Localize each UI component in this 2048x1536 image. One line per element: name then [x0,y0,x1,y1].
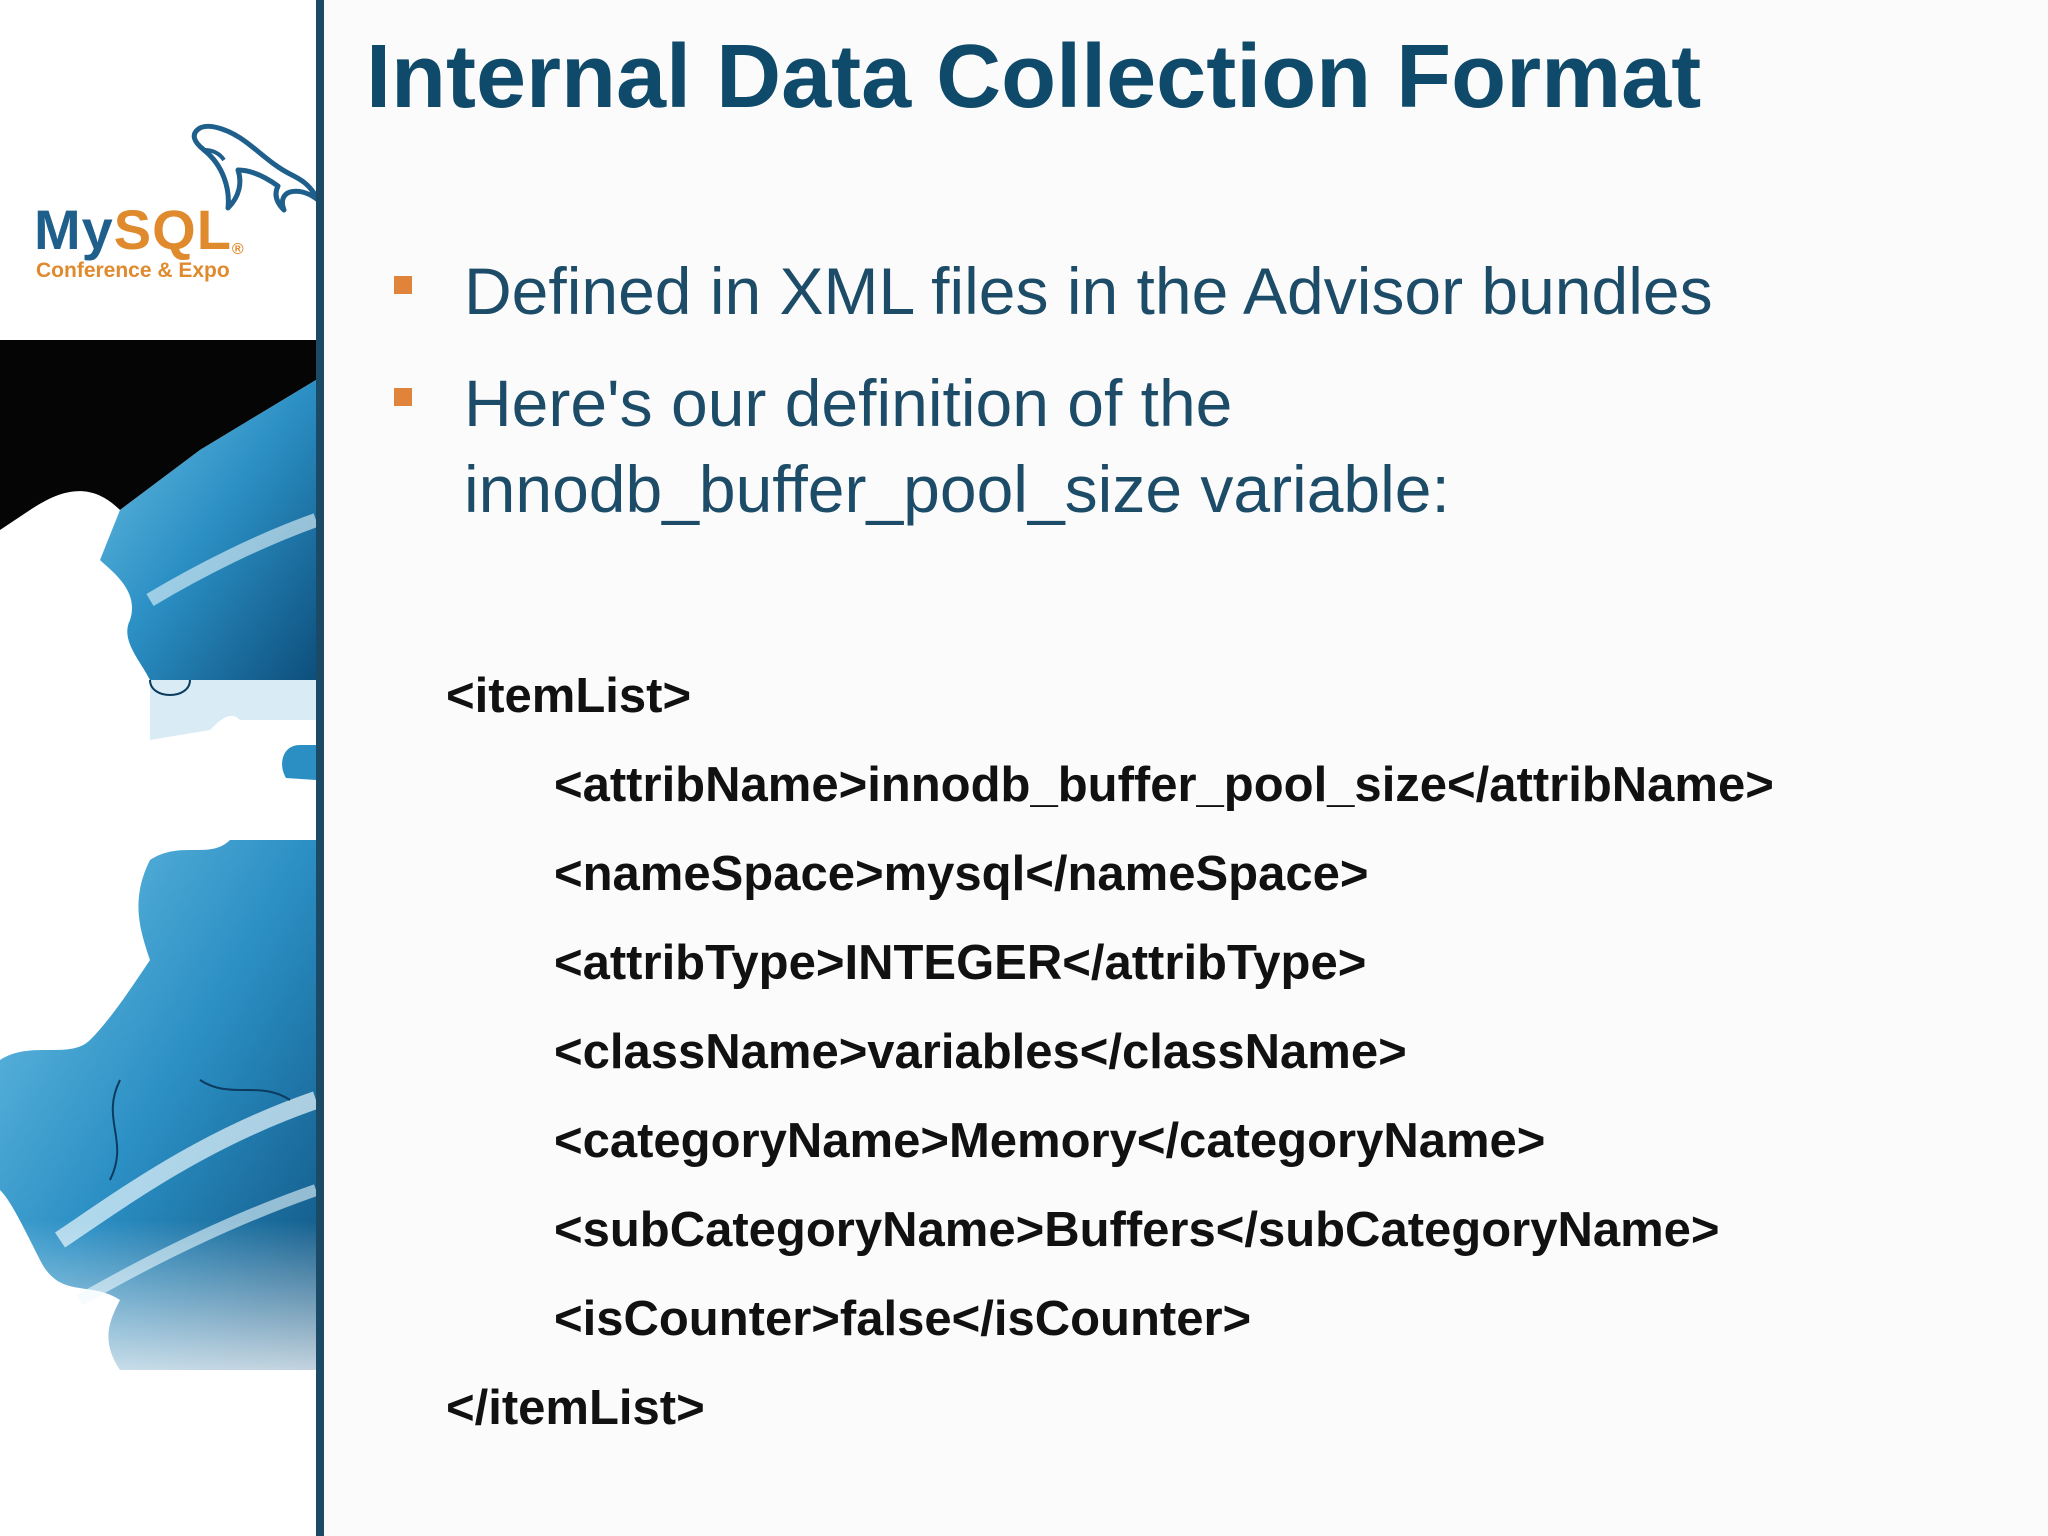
code-line: <itemList> [446,669,692,723]
xml-code-block: <itemList> <attribName>innodb_buffer_poo… [446,652,1774,1453]
slide-content: Internal Data Collection Format Defined … [324,0,2048,1536]
sidebar: MySQL® Conference & Expo [0,0,316,1536]
registered-mark: ® [231,241,245,258]
logo-wordmark: MySQL® [34,202,245,258]
slide-title: Internal Data Collection Format [366,27,1702,127]
bullet-text: Defined in XML files in the Advisor bund… [464,248,1713,334]
puzzle-earth-image [0,340,316,1420]
code-line: <className>variables</className> [554,1025,1407,1079]
mysql-logo: MySQL® Conference & Expo [30,120,316,290]
code-line: <attribType>INTEGER</attribType> [554,936,1367,990]
logo-sql: SQL [113,198,232,261]
code-line: </itemList> [446,1381,705,1435]
code-line: <subCategoryName>Buffers</subCategoryNam… [554,1203,1720,1257]
code-line: <attribName>innodb_buffer_pool_size</att… [554,758,1774,812]
code-line: <nameSpace>mysql</nameSpace> [554,847,1369,901]
sidebar-divider [316,0,324,1536]
bullet-text: Here's our definition of the innodb_buff… [464,360,1450,532]
bullet-line: Defined in XML files in the Advisor bund… [464,254,1713,328]
code-line: <categoryName>Memory</categoryName> [554,1114,1546,1168]
bullet-item: Defined in XML files in the Advisor bund… [394,248,1713,334]
logo-my: My [34,198,114,261]
dolphin-icon [191,123,316,213]
bullet-item: Here's our definition of the innodb_buff… [394,360,1450,532]
square-bullet-icon [394,388,412,406]
bullet-line: innodb_buffer_pool_size variable: [464,452,1450,526]
square-bullet-icon [394,276,412,294]
bullet-line: Here's our definition of the [464,366,1233,440]
code-line: <isCounter>false</isCounter> [554,1292,1252,1346]
logo-subtitle: Conference & Expo [36,259,230,282]
